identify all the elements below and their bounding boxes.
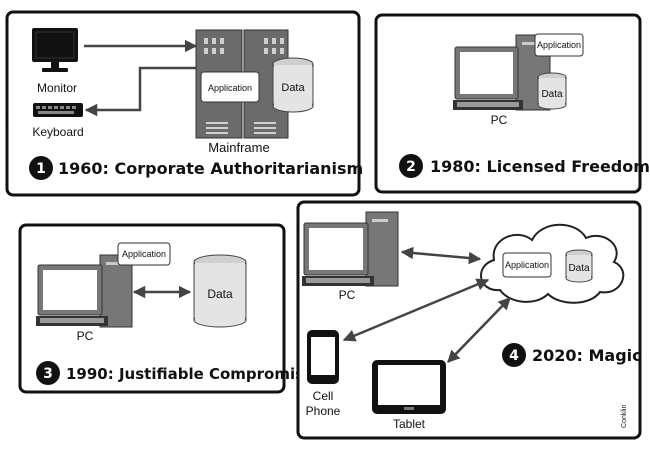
data-label: Data	[568, 263, 590, 274]
cloud-icon	[480, 223, 625, 304]
signature: Conklin	[621, 405, 628, 428]
application-label: Application	[208, 83, 252, 93]
arrow-mainframe-to-keyboard	[84, 66, 196, 117]
keyboard-label: Keyboard	[32, 125, 83, 139]
arrow-phone-cloud	[342, 278, 490, 342]
panel-1990: Application Data PC 3 1990: Justifiable …	[18, 223, 314, 394]
data-label: Data	[207, 287, 233, 301]
pc-label: PC	[339, 288, 356, 302]
application-label: Application	[505, 260, 549, 270]
data-label: Data	[541, 89, 563, 100]
panel-1960: Monitor Keyboard	[5, 10, 363, 197]
svg-text:3: 3	[43, 366, 53, 382]
svg-text:2: 2	[406, 159, 416, 175]
database-icon	[537, 72, 567, 110]
pc-tower-icon	[365, 211, 399, 287]
monitor-label: Monitor	[37, 81, 77, 95]
monitor-icon	[32, 28, 78, 72]
panel-1980: Application Data PC 2 1980: Licensed Fre…	[374, 13, 650, 194]
svg-text:1: 1	[36, 161, 46, 177]
number-badge-3: 3	[36, 361, 60, 385]
svg-text:4: 4	[509, 348, 519, 364]
panel-2020: PC Application Data Cell Phone Tablet	[296, 200, 642, 440]
database-icon	[193, 254, 247, 328]
mainframe-label: Mainframe	[208, 140, 269, 155]
pc-label: PC	[491, 113, 508, 127]
keyboard-icon	[33, 103, 83, 117]
number-badge-1: 1	[29, 156, 53, 180]
pc-monitor-icon	[453, 46, 523, 110]
caption-1990: 1990: Justifiable Compromise	[66, 365, 314, 383]
cell-phone-label-line2: Phone	[306, 404, 341, 418]
arrow-tablet-cloud	[447, 297, 511, 363]
database-icon	[272, 57, 314, 113]
application-label: Application	[537, 40, 581, 50]
caption-2020: 2020: Magic	[532, 346, 642, 365]
caption-1960: 1960: Corporate Authoritarianism	[58, 159, 363, 178]
number-badge-4: 4	[502, 343, 526, 367]
tablet-icon	[372, 360, 446, 414]
application-label: Application	[122, 249, 166, 259]
number-badge-2: 2	[399, 154, 423, 178]
cell-phone-label-line1: Cell	[313, 389, 334, 403]
pc-monitor-icon	[302, 222, 374, 286]
pc-tower-icon	[99, 254, 133, 328]
application-box	[502, 252, 552, 278]
application-box	[534, 33, 584, 57]
data-label: Data	[281, 82, 305, 94]
caption-1980: 1980: Licensed Freedom	[430, 157, 650, 176]
cell-phone-icon	[307, 330, 339, 384]
arrow-pc-cloud	[400, 246, 482, 265]
application-box	[200, 71, 260, 103]
pc-monitor-icon	[36, 264, 108, 326]
application-box	[117, 242, 171, 266]
database-icon	[565, 249, 593, 283]
pc-label: PC	[77, 329, 94, 343]
tablet-label: Tablet	[393, 417, 426, 431]
